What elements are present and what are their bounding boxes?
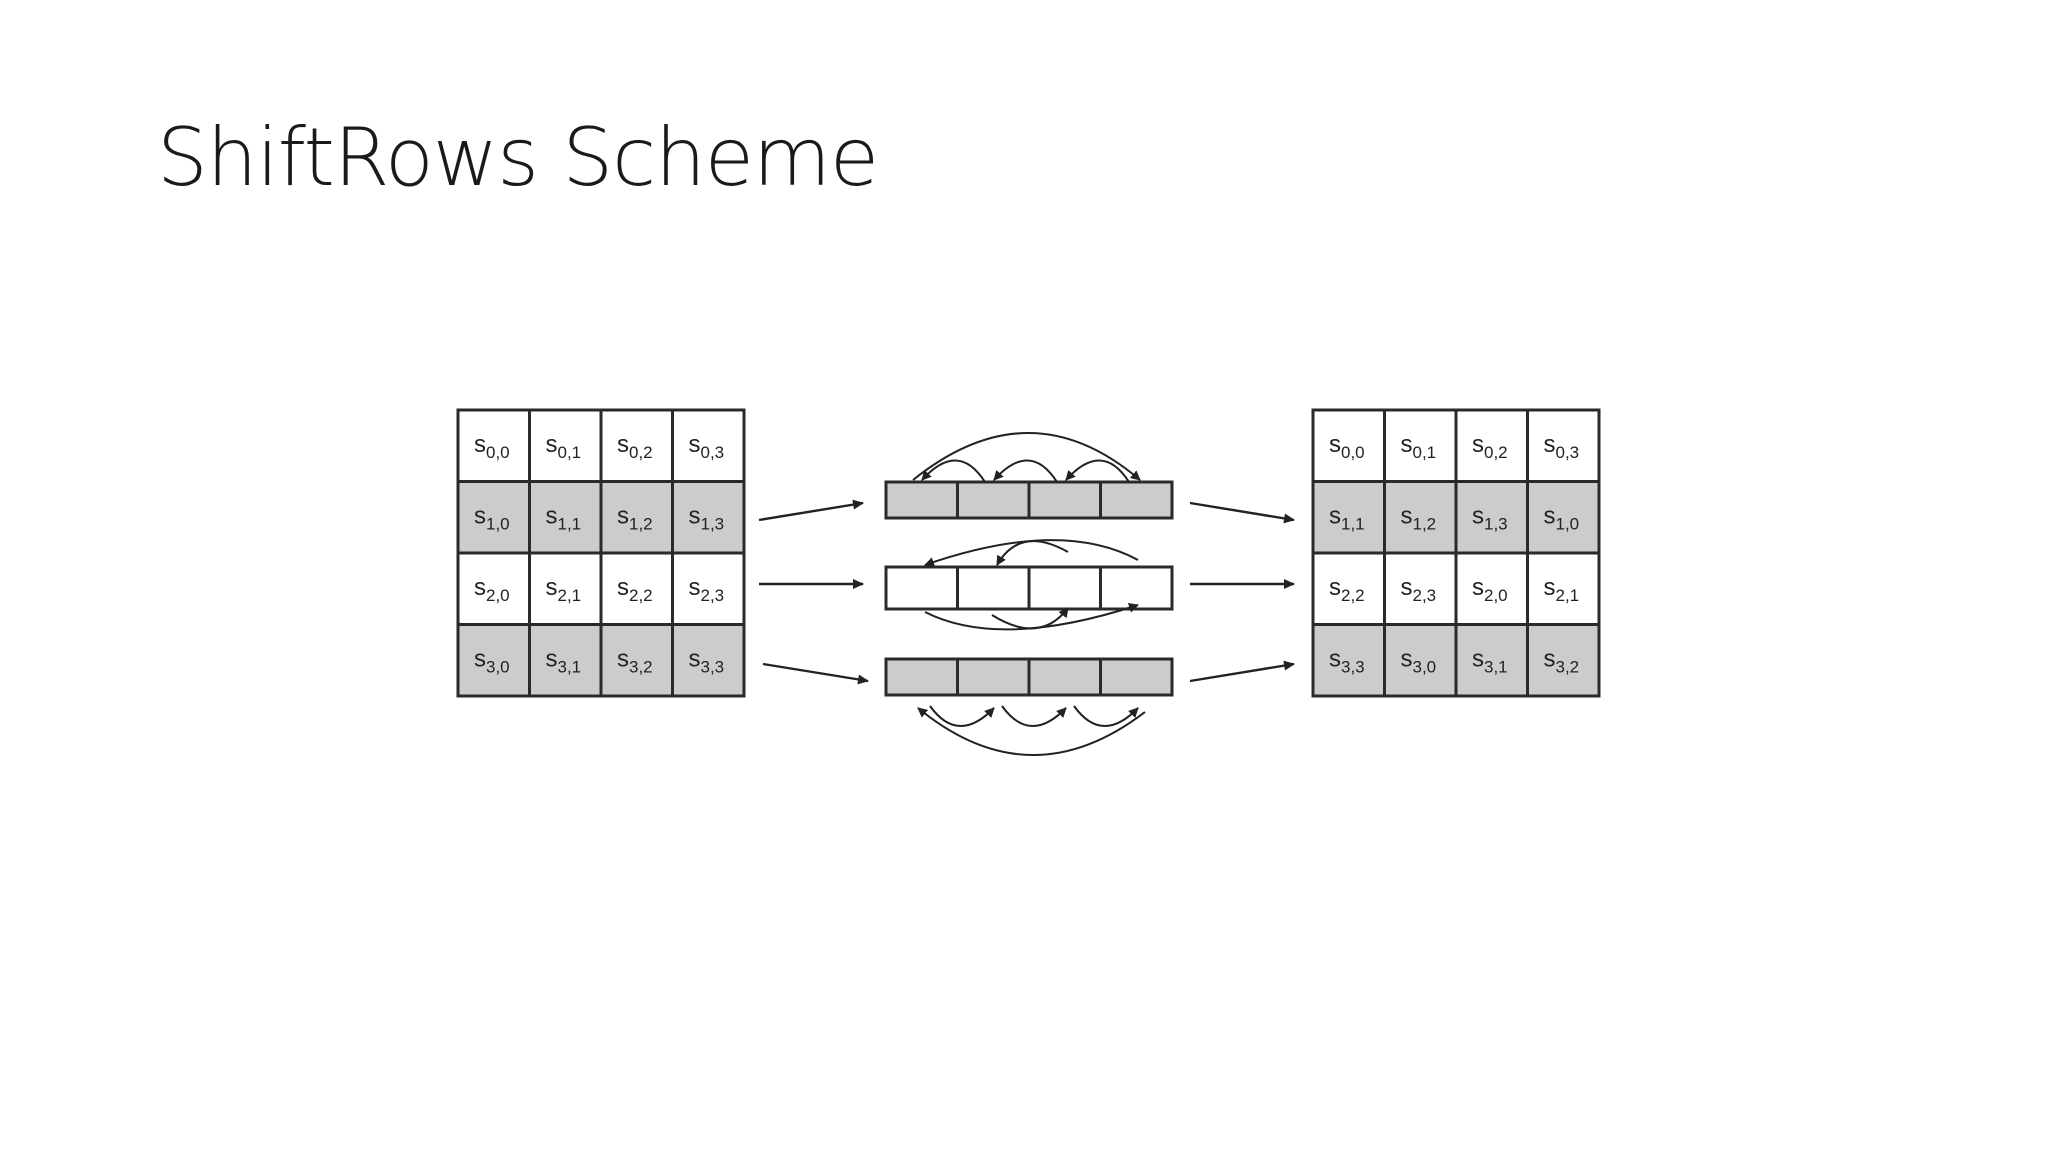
output-matrix-cell-label: s1,2 [1401,503,1437,534]
output-matrix-cell [1454,623,1529,698]
output-matrix-cell-label: s3,1 [1472,646,1508,677]
rotation-arcs-row-3 [917,705,1146,756]
input-flow-arrows [758,499,869,685]
input-matrix-cell-label: s1,2 [617,503,653,534]
shift-bar-row-3-cell [884,657,959,697]
shift-bar-row-1-cell [1027,480,1102,520]
shift-bar-row-3-cell [956,657,1031,697]
output-matrix-cell-label: s2,0 [1472,574,1508,605]
shift-bar-row-1-cell [956,480,1031,520]
output-matrix-cell [1526,623,1601,698]
rotation-arc [1065,459,1130,483]
rotation-arc [929,705,995,727]
input-matrix-cell [456,623,531,698]
input-matrix-cell [599,623,674,698]
input-matrix-cell-label: s2,2 [617,574,653,605]
shift-bar-row-2-cell [956,565,1031,611]
input-matrix-cell [456,551,531,626]
rotation-arc-wrap [912,432,1141,481]
output-matrix-cell-label: s2,3 [1401,574,1437,605]
input-matrix-cell-label: s0,3 [689,431,725,462]
rotation-arc [924,539,1139,567]
output-matrix-cell-label: s3,3 [1329,646,1365,677]
input-matrix-cell-label: s2,3 [689,574,725,605]
output-matrix-cell-label: s0,2 [1472,431,1508,462]
row-bars [884,480,1174,697]
output-matrix-cell [1526,408,1601,483]
output-matrix-cell [1311,623,1386,698]
slide-title: ShiftRows Scheme [157,111,879,204]
output-matrix-cell-label: s2,2 [1329,574,1365,605]
shift-bar-row-2-cell [1099,565,1174,611]
output-state-matrix: s0,0 s0,1 s0,2 s0,3 s1,1 s1,2 s1,3 s1,0 s2,2 s2,3… [1311,408,1601,698]
flow-arrow-row-1-in [758,499,864,522]
input-matrix-cell-label: s3,3 [689,646,725,677]
flow-arrow-row-3-in [762,662,869,685]
shift-bar-row-1-cell [884,480,959,520]
input-matrix-cell-label: s1,3 [689,503,725,534]
input-matrix-cell-label: s1,0 [474,503,510,534]
input-matrix-cell-label: s3,1 [546,646,582,677]
input-matrix-cell [599,480,674,555]
output-matrix-cell-label: s0,1 [1401,431,1437,462]
output-matrix-cell [1383,623,1458,698]
input-matrix-cell-label: s3,2 [617,646,653,677]
output-matrix-cell-label: s3,0 [1401,646,1437,677]
rotation-arcs-row-1 [912,432,1141,483]
input-matrix-cell-label: s0,2 [617,431,653,462]
rotation-arc-wrap [917,707,1146,756]
input-matrix-cell-label: s1,1 [546,503,582,534]
input-matrix-cell [671,623,746,698]
rotation-arc [924,603,1139,631]
shift-bar-row-2-cell [1027,565,1102,611]
flow-arrow-row-1-out [1189,501,1295,524]
output-matrix-cell-label: s0,0 [1329,431,1365,462]
output-flow-arrows [1189,501,1295,683]
output-matrix-cell [1454,480,1529,555]
output-matrix-cell-label: s1,0 [1544,503,1580,534]
input-matrix-cell [671,480,746,555]
input-matrix-cell-label: s0,1 [546,431,582,462]
flow-arrow-row-3-out [1189,660,1295,683]
output-matrix-cell-label: s0,3 [1544,431,1580,462]
input-state-matrix: s0,0 s0,1 s0,2 s0,3 s1,0 s1,1 s1,2 s1,3 s2,0 s2,1… [456,408,746,698]
shift-bar-row-1-cell [1099,480,1174,520]
input-matrix-cell-label: s2,1 [546,574,582,605]
rotation-arc [993,459,1058,483]
input-matrix-cell-label: s3,0 [474,646,510,677]
output-matrix-cell-label: s2,1 [1544,574,1580,605]
rotation-arc [991,607,1069,630]
input-matrix-cell-label: s0,0 [474,431,510,462]
input-matrix-cell [456,408,531,483]
input-matrix-cell [528,623,603,698]
output-matrix-cell-label: s3,2 [1544,646,1580,677]
rotation-arc [1073,705,1139,727]
rotation-arc [1001,705,1067,727]
rotation-arcs-row-2 [924,539,1139,631]
rotation-arc [996,540,1069,566]
rotation-arc [921,459,986,483]
shift-bar-row-3-cell [1099,657,1174,697]
output-matrix-cell-label: s1,3 [1472,503,1508,534]
output-matrix-cell-label: s1,1 [1329,503,1365,534]
shift-bar-row-3-cell [1027,657,1102,697]
input-matrix-cell [528,551,603,626]
input-matrix-cell [599,551,674,626]
shift-bar-row-2-cell [884,565,959,611]
input-matrix-cell-label: s2,0 [474,574,510,605]
input-matrix-cell [528,408,603,483]
input-matrix-cell [671,551,746,626]
